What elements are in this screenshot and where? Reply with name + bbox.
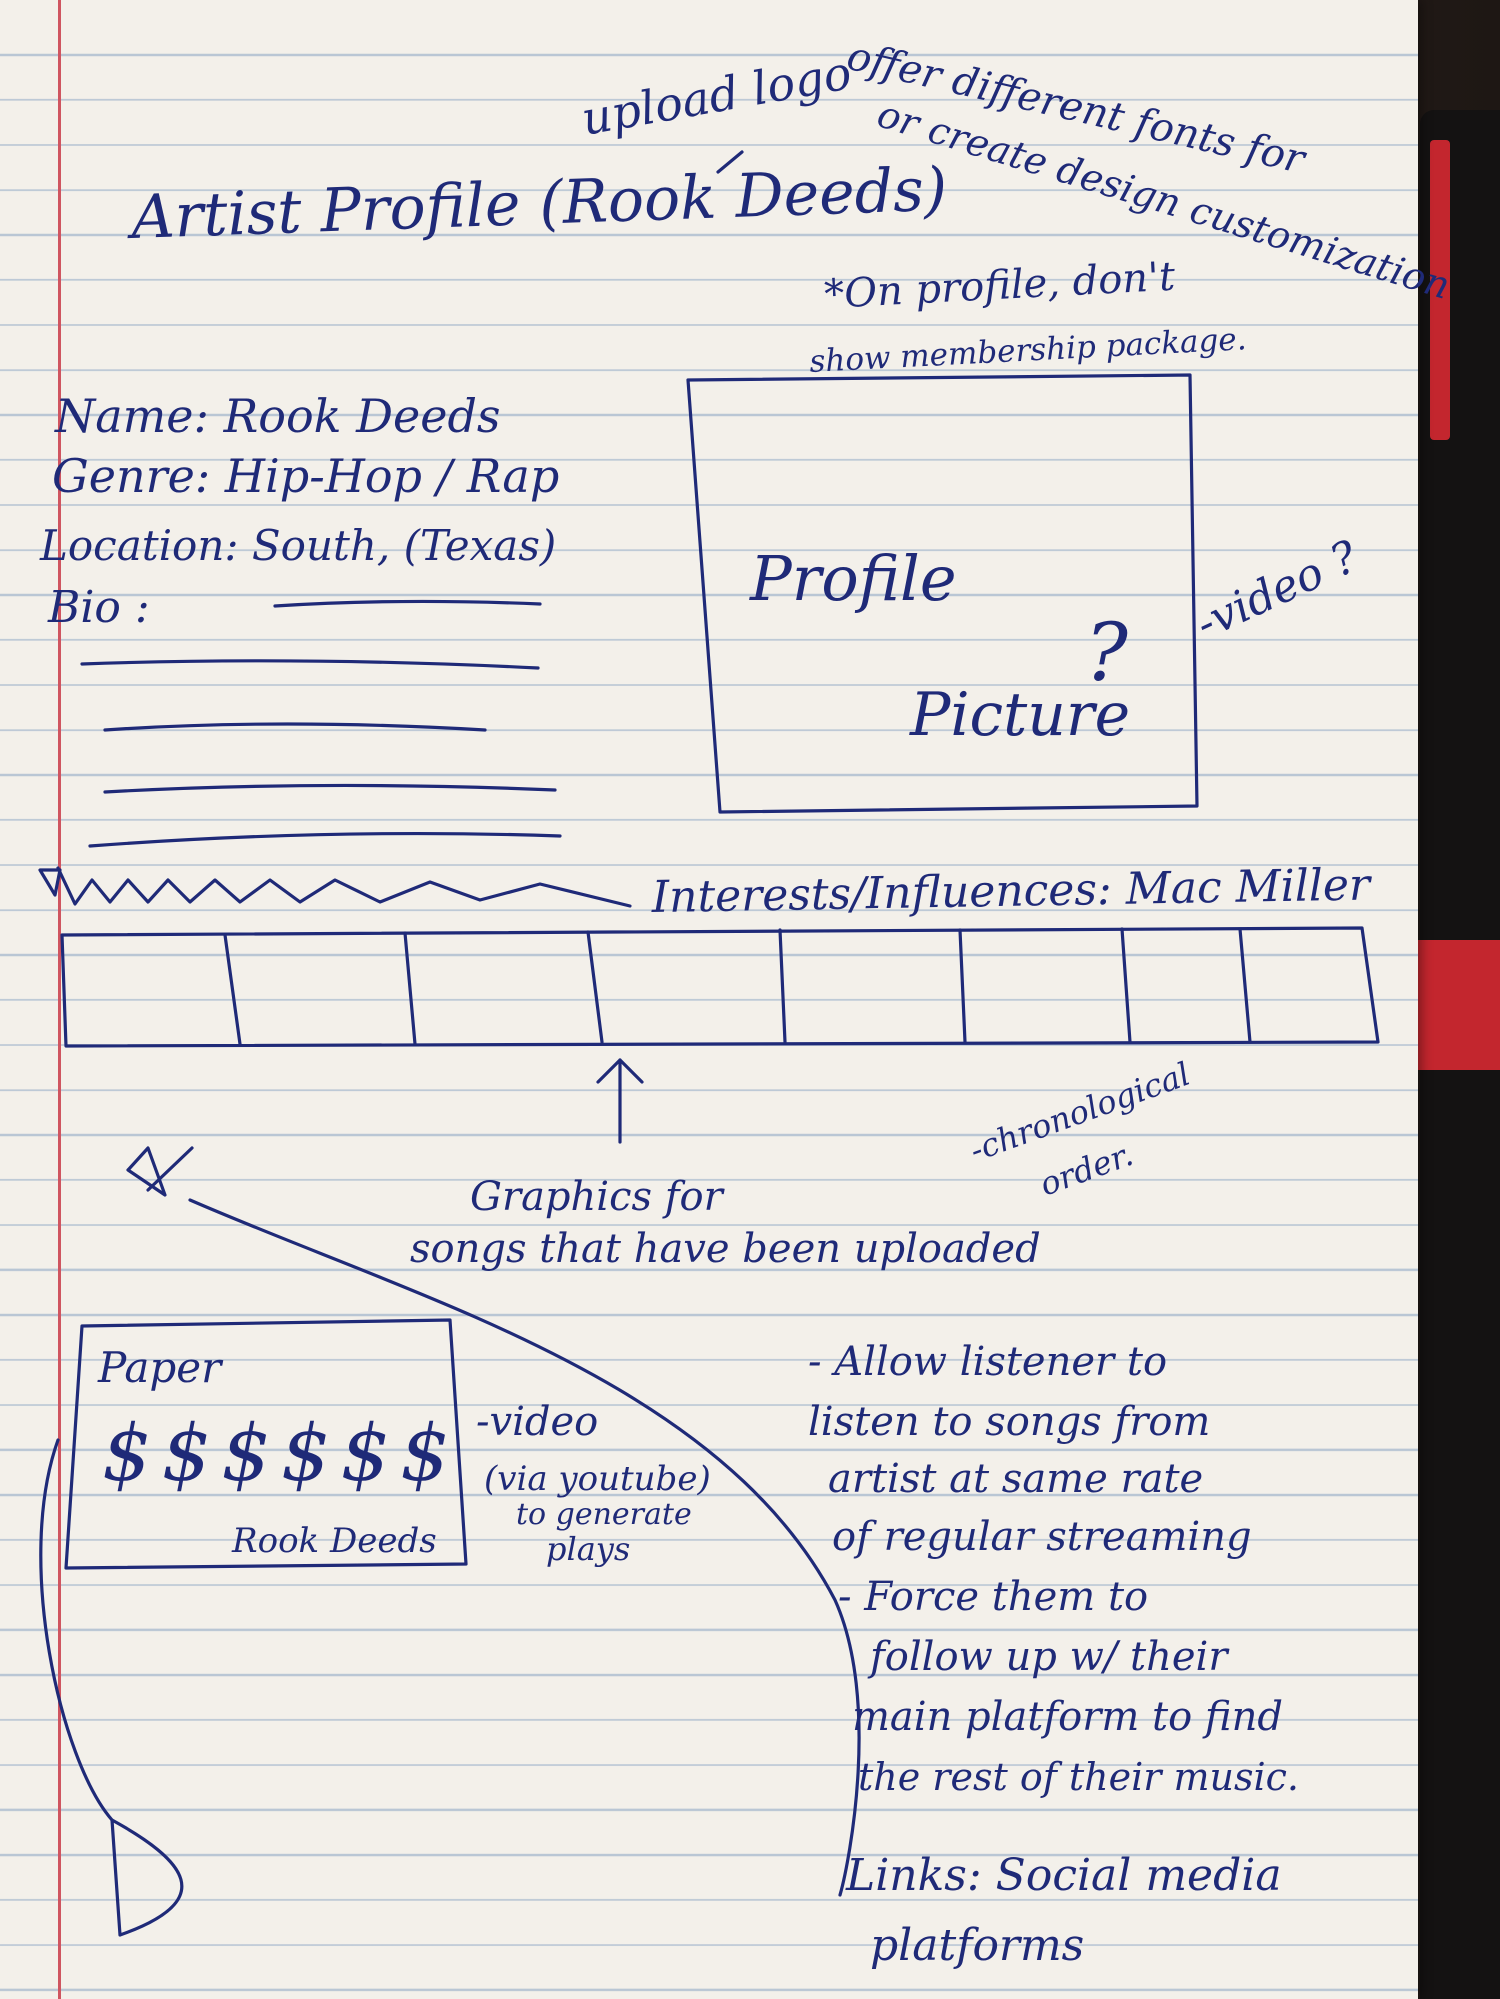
right-note-6: follow up w/ their	[867, 1634, 1230, 1680]
bio-lines	[80, 599, 562, 848]
note-profile-line2: show membership package.	[809, 321, 1248, 380]
scribble-marker	[38, 868, 62, 897]
paper-box-artist: Rook Deeds	[231, 1521, 437, 1561]
profile-picture-label-2: Picture	[909, 680, 1130, 750]
paper-video-line3: to generate	[516, 1497, 692, 1532]
right-note-7: main platform to find	[852, 1694, 1283, 1740]
bookmark-ribbon	[1430, 140, 1450, 440]
note-upload-logo: upload logo	[578, 45, 856, 146]
right-notes: - Allow listener to listen to songs from…	[808, 1339, 1299, 1971]
interests-influences: Interests/Influences: Mac Miller	[650, 859, 1373, 923]
note-video-profile: -video ?	[1188, 531, 1366, 650]
elastic-strap	[1405, 940, 1500, 1070]
return-curve	[39, 1438, 114, 1822]
right-note-5: - Force them to	[838, 1574, 1148, 1620]
paper-video-line4: plays	[546, 1530, 630, 1568]
page-title: Artist Profile (Rook Deeds)	[125, 155, 948, 254]
upload-logo-pointer	[716, 150, 744, 174]
scribbled-line	[56, 866, 632, 908]
field-genre: Genre: Hip-Hop / Rap	[52, 449, 559, 503]
paper-video-line2: (via youtube)	[484, 1459, 711, 1499]
profile-picture-question: ?	[1085, 606, 1129, 699]
order-note: order.	[1035, 1135, 1138, 1204]
paper-box-dollars: $$$$$$	[102, 1409, 460, 1499]
profile-picture-box	[686, 373, 1199, 814]
connector-curve	[188, 1198, 861, 1897]
paper-video-line1: -video	[476, 1399, 598, 1445]
field-name: Name: Rook Deeds	[54, 389, 501, 443]
songs-arrow	[596, 1058, 644, 1144]
right-note-8: the rest of their music.	[858, 1755, 1299, 1799]
song-graphics-strip	[60, 926, 1380, 1048]
songs-caption-line1: Graphics for	[470, 1174, 726, 1220]
paper-video-box	[64, 1318, 468, 1570]
right-note-4: of regular streaming	[832, 1514, 1252, 1560]
songs-caption-line2: songs that have been uploaded	[410, 1226, 1041, 1272]
field-location: Location: South, (Texas)	[39, 521, 556, 570]
links-line1: Links: Social media	[845, 1850, 1282, 1901]
right-note-2: listen to songs from	[808, 1399, 1210, 1445]
paper-box-title: Paper	[97, 1343, 224, 1392]
links-line2: platforms	[870, 1920, 1084, 1971]
right-note-1: - Allow listener to	[808, 1339, 1167, 1385]
note-profile-line1: *On profile, don't	[823, 254, 1177, 318]
right-note-3: artist at same rate	[828, 1456, 1203, 1502]
profile-picture-label-1: Profile	[749, 542, 957, 615]
lined-paper-sheet	[0, 0, 1418, 1999]
d-mark	[110, 1818, 184, 1937]
field-bio: Bio :	[47, 582, 150, 633]
x-mark	[126, 1146, 194, 1197]
